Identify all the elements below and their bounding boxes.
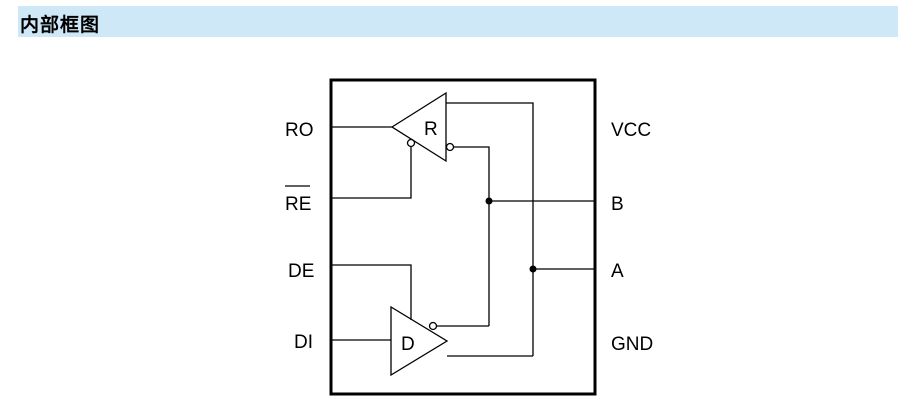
pin-label-gnd: GND [611,334,653,355]
section-title: 内部框图 [20,14,101,36]
receiver-label: R [424,119,438,140]
pin-label-de: DE [288,261,314,282]
driver-triangle [390,305,449,377]
pin-label-b: B [611,194,624,215]
b-junction-dot [485,197,493,205]
receiver-inverting-bubble [445,142,455,152]
de-wire [331,264,412,320]
pin-label-ro: RO [285,120,314,141]
driver-label: D [401,334,415,355]
section-header: 内部框图 [18,6,898,37]
re-inversion-bubble [406,138,416,148]
receiver-b-wire [454,146,490,326]
driver-inverting-bubble [428,321,438,331]
re-wire [331,147,412,199]
chip-outline [329,78,597,396]
pin-label-re: RE [285,194,311,215]
receiver-triangle [390,91,447,163]
pin-label-a: A [611,261,624,282]
a-junction-dot [529,265,537,273]
pin-label-vcc: VCC [611,120,651,141]
pin-label-di: DI [294,332,313,353]
